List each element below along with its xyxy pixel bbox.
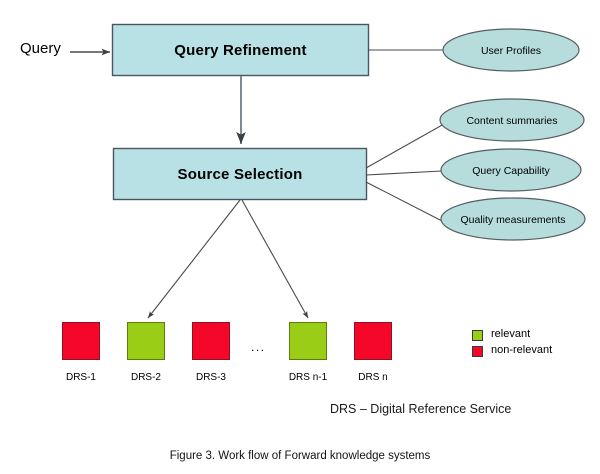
legend-label-relevant: relevant	[491, 328, 531, 340]
legend-swatch-non-relevant	[472, 346, 483, 357]
process-box-source-selection[interactable]	[112, 147, 368, 201]
drs-square-drs-n[interactable]	[354, 322, 392, 360]
connector-selection-to-drs-n-1	[241, 199, 309, 319]
input-label-query: Query	[20, 40, 61, 57]
legend-swatch-relevant	[472, 330, 483, 341]
connector-selection-to-content-summaries	[365, 123, 445, 169]
drs-ellipsis: ...	[251, 340, 266, 354]
connector-selection-to-query-capability	[365, 170, 443, 176]
drs-square-drs-2[interactable]	[127, 322, 165, 360]
process-box-query-refinement[interactable]	[111, 23, 370, 77]
drs-caption-drs-n: DRS n	[358, 372, 388, 383]
resource-ellipse-quality-measurements[interactable]	[440, 197, 586, 241]
drs-square-drs-3[interactable]	[192, 322, 230, 360]
drs-caption-drs-3: DRS-3	[195, 372, 226, 383]
drs-square-drs-1[interactable]	[62, 322, 100, 360]
drs-caption-drs-1: DRS-1	[65, 372, 96, 383]
drs-caption-drs-2: DRS-2	[130, 372, 161, 383]
figure-caption: Figure 3. Work flow of Forward knowledge…	[169, 450, 431, 462]
drs-square-drs-n-1[interactable]	[289, 322, 327, 360]
connector-selection-to-drs-2	[147, 199, 241, 319]
resource-ellipse-content-summaries[interactable]	[439, 98, 585, 142]
resource-ellipse-query-capability[interactable]	[440, 148, 582, 192]
drs-caption-drs-n-1: DRS n-1	[288, 372, 328, 383]
resource-ellipse-user-profiles[interactable]	[442, 28, 580, 72]
connector-selection-to-quality-measurements	[365, 181, 445, 223]
legend-label-non-relevant: non-relevant	[491, 344, 553, 356]
drs-abbreviation-note: DRS – Digital Reference Service	[330, 402, 512, 416]
